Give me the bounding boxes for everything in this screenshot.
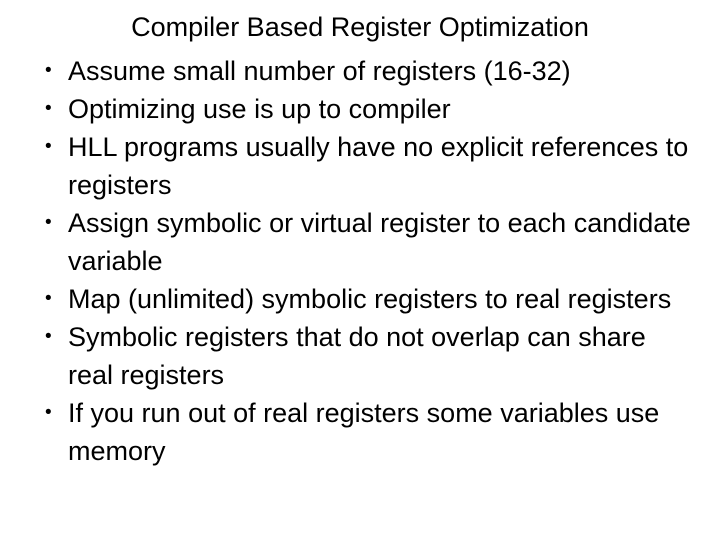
list-item-text: Map (unlimited) symbolic registers to re… (68, 284, 672, 314)
bullet-point-icon: • (45, 98, 52, 119)
bullet-point-icon: • (45, 212, 52, 233)
bullet-point-icon: • (45, 288, 52, 309)
bullet-point-icon: • (45, 136, 52, 157)
list-item-text: HLL programs usually have no explicit re… (68, 132, 689, 200)
list-item-text: Optimizing use is up to compiler (68, 94, 451, 124)
list-item: • Assign symbolic or virtual register to… (36, 204, 696, 280)
list-item: • Optimizing use is up to compiler (36, 90, 696, 128)
bullet-point-icon: • (45, 402, 52, 423)
bullet-list: • Assume small number of registers (16-3… (36, 52, 696, 470)
list-item-text: Assume small number of registers (16-32) (68, 56, 571, 86)
list-item: • Symbolic registers that do not overlap… (36, 318, 696, 394)
list-item-text: Assign symbolic or virtual register to e… (68, 208, 691, 276)
bullet-point-icon: • (45, 326, 52, 347)
bullet-point-icon: • (45, 60, 52, 81)
list-item: • HLL programs usually have no explicit … (36, 128, 696, 204)
list-item: • If you run out of real registers some … (36, 394, 696, 470)
list-item-text: If you run out of real registers some va… (68, 398, 660, 466)
list-item: • Map (unlimited) symbolic registers to … (36, 280, 696, 318)
list-item-text: Symbolic registers that do not overlap c… (68, 322, 646, 390)
page-title: Compiler Based Register Optimization (131, 12, 589, 42)
list-item: • Assume small number of registers (16-3… (36, 52, 696, 90)
